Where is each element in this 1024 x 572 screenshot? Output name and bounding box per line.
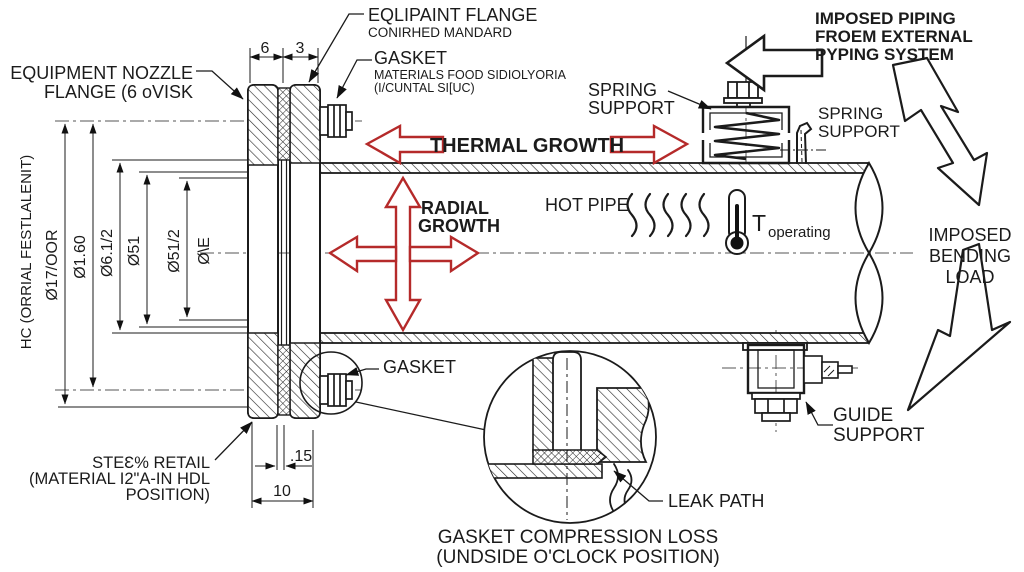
text-labels: EQUIPMENT NOZZLE FLANGE (6 oVISK EQLIPAI… <box>10 5 1011 568</box>
flange-assembly <box>247 84 353 419</box>
eqlipaint-flange-sublabel: CONIRHED MANDARD <box>368 25 512 40</box>
guide-bolt-icon <box>751 392 801 422</box>
dia-e-label: Ø\E <box>196 237 213 265</box>
detail-connector-line <box>355 401 487 431</box>
radial-growth-right-arrow-icon <box>408 234 481 274</box>
gasket-bottom-label: GASKET <box>383 357 456 377</box>
leak-path-label: LEAK PATH <box>668 491 764 511</box>
spring-support-unit <box>701 36 791 165</box>
dim-6-label: 6 <box>261 40 270 57</box>
pipe-bottom-wall <box>316 332 869 344</box>
spring-support-right-label-line2: SUPPORT <box>818 122 900 141</box>
spring-coil-icon <box>713 111 781 161</box>
guide-support-label-line1: GUIDE <box>833 405 893 426</box>
top-stud-nut <box>319 104 353 138</box>
dim-10-label: 10 <box>273 483 291 500</box>
spring-support-left-label-line2: SUPPORT <box>588 98 675 118</box>
dia-6-1-2-label: Ø6.1/2 <box>99 229 116 277</box>
imposed-bending-label-line1: IMPOSED <box>928 225 1011 245</box>
imposed-bending-label-line3: LOAD <box>945 267 994 287</box>
dia-outer-label: Ø17/OOR <box>44 229 61 300</box>
nozzle-flange-hatch-bottom <box>247 332 279 419</box>
radial-growth-left-arrow-icon <box>327 234 398 274</box>
dimension-lines <box>58 48 319 508</box>
spring-bottom-bracket <box>701 140 791 165</box>
bending-load-arrow-icon <box>891 56 1012 412</box>
spring-top-bracket <box>701 105 791 133</box>
imposed-piping-label-line3: PYPING SYSTEM <box>815 45 954 64</box>
radial-growth-label-line1: RADIAL <box>421 198 489 218</box>
t-operating-symbol: T <box>752 210 766 236</box>
radial-growth-label-line2: GROWTH <box>418 216 500 236</box>
steel-retail-label-line1: STEƐ% RETAIL <box>92 454 210 472</box>
dimension-labels: 6 3 HC (ORRIAL FESTLALENIT) Ø17/OOR Ø1.6… <box>18 40 312 500</box>
guide-stem-icon <box>803 355 853 384</box>
growth-arrows <box>327 123 690 333</box>
detail-lower-plate <box>487 463 603 479</box>
hot-pipe-label: HOT PIPE <box>545 195 629 215</box>
nozzle-flange-hatch-top <box>247 84 279 166</box>
hub-note-label: HC (ORRIAL FESTLALENIT) <box>18 155 35 349</box>
guide-support-label-line2: SUPPORT <box>833 425 925 446</box>
dia-51-2-label: Ø51/2 <box>166 229 183 273</box>
gasket-top-sublabel-line2: (I/CUNTAL SI[UC) <box>374 81 475 95</box>
leader-lines <box>196 13 833 502</box>
detail-gasket <box>532 449 608 465</box>
thermal-growth-left-arrow-icon <box>364 123 445 166</box>
bolt-circle-label: Ø1.60 <box>72 235 89 279</box>
pipe-break-top <box>854 161 884 255</box>
t-operating-subscript: operating <box>768 224 831 241</box>
gasket-top-sublabel-line1: MATERIALS FOOD SIDIOLYORIA <box>374 68 567 82</box>
spring-clamp-icon <box>780 121 828 165</box>
detail-right-flange <box>596 387 650 463</box>
gasket-detail-source-circle <box>299 351 363 415</box>
pipe-break-bottom <box>854 251 884 345</box>
thermal-growth-label: THERMAL GROWTH <box>430 135 624 157</box>
equipment-nozzle-flange-label-line1: EQUIPMENT NOZZLE <box>10 63 193 83</box>
spring-bolt-icon <box>723 81 763 108</box>
dim-3-label: 3 <box>296 40 305 57</box>
imposed-piping-arrow-icon <box>724 33 824 93</box>
heat-waves-icon <box>626 192 710 238</box>
spring-support-left-label-line1: SPRING <box>588 80 657 100</box>
caption-line2: (UNDSIDE O'CLOCK POSITION) <box>436 547 719 568</box>
imposed-bending-label-line2: BENDING <box>929 246 1011 266</box>
steel-retail-label-line3: POSITION) <box>126 486 210 504</box>
gasket-bottom-section <box>277 344 291 416</box>
radial-growth-vertical-arrow-icon <box>383 175 423 333</box>
imposed-piping-label-line1: IMPOSED PIPING <box>815 9 956 28</box>
detail-stud <box>552 351 582 452</box>
gasket-top-section <box>277 87 291 161</box>
guide-body-inner <box>757 349 795 389</box>
equipment-nozzle-flange-label-line2: FLANGE (6 oVISK <box>44 82 193 102</box>
pipe-flange-hatch-top <box>289 84 321 164</box>
pipe-top-wall <box>316 162 869 174</box>
gasket-top-label: GASKET <box>374 48 447 68</box>
dia-51-label: Ø51 <box>126 236 143 266</box>
caption-line1: GASKET COMPRESSION LOSS <box>438 527 719 548</box>
dim-015-label: .15 <box>290 448 312 465</box>
spring-support-right-label-line1: SPRING <box>818 104 883 123</box>
eqlipaint-flange-label: EQLIPAINT FLANGE <box>368 5 537 25</box>
thermal-growth-right-arrow-icon <box>609 123 690 166</box>
bottom-stud-nut <box>319 373 353 407</box>
pipe-flange-hatch-bottom <box>289 342 321 419</box>
steel-retail-label-line2: (MATERIAL I2"A-IN HDL <box>29 470 210 488</box>
guide-support-unit <box>742 342 853 422</box>
imposed-piping-label-line2: FROEM EXTERNAL <box>815 27 973 46</box>
thermometer-icon <box>725 189 749 255</box>
centerlines <box>55 75 913 432</box>
